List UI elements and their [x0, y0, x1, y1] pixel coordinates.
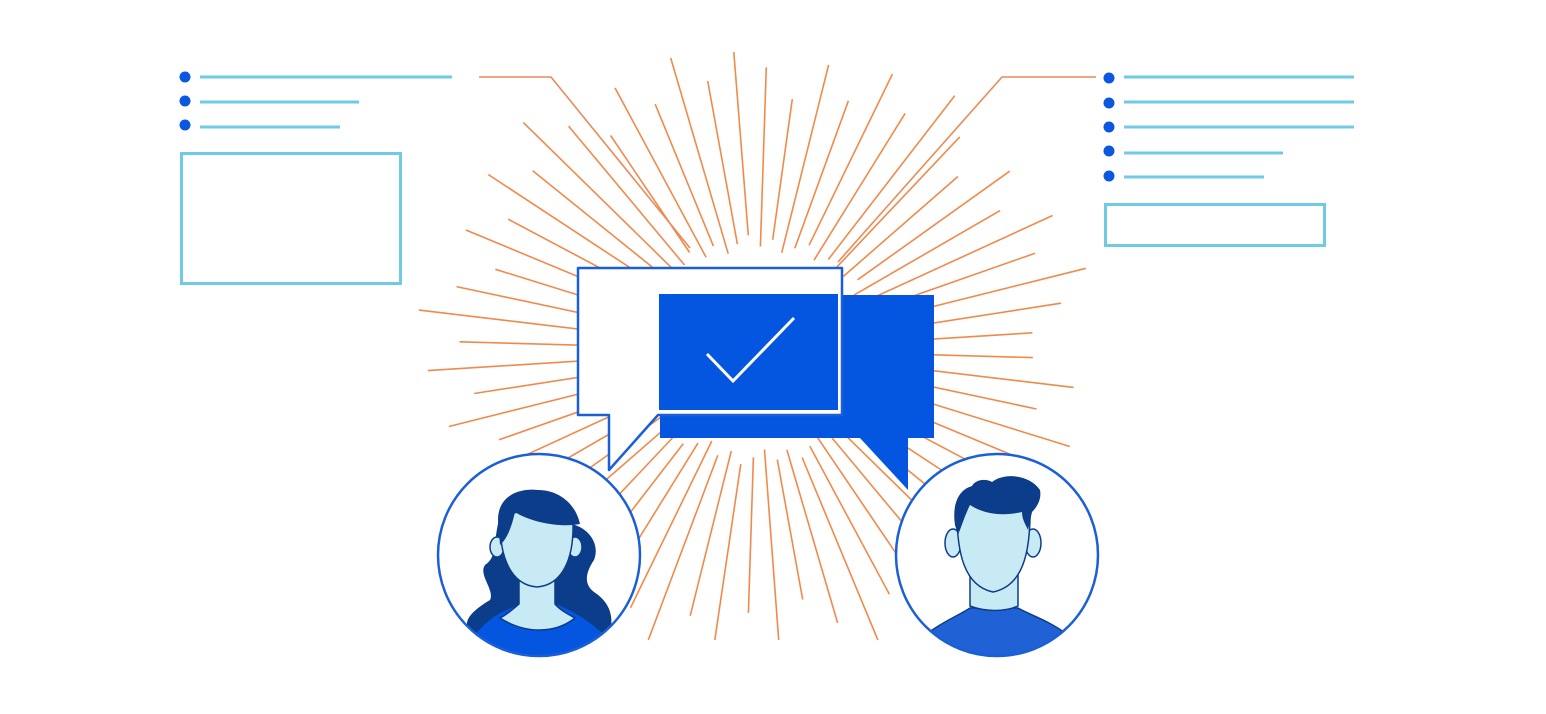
sunburst-ray	[532, 170, 665, 278]
man-avatar-icon	[894, 452, 1100, 658]
sunburst-ray	[522, 122, 682, 278]
bulleted-list-card-icon	[1103, 72, 1354, 247]
right-connector-line	[837, 76, 1096, 263]
sunburst-ray	[786, 449, 839, 624]
sunburst-ray	[780, 64, 830, 253]
avatar-ring	[894, 452, 1100, 658]
sunburst-ray	[759, 67, 768, 247]
bullet-dot	[179, 119, 191, 131]
sunburst-ray	[706, 80, 739, 245]
sunburst-ray	[842, 175, 959, 278]
woman-avatar-icon	[436, 452, 642, 658]
bullet-dot	[179, 95, 191, 107]
sunburst-ray	[747, 457, 755, 613]
sunburst-ray	[714, 463, 742, 641]
sunburst-ray	[647, 455, 719, 641]
content-box-placeholder	[1104, 203, 1326, 247]
sunburst-ray	[801, 457, 879, 641]
sunburst-ray	[614, 87, 707, 258]
avatar-ring	[436, 452, 642, 658]
content-box-placeholder	[180, 152, 402, 285]
sunburst-ray	[857, 170, 1011, 281]
bullet-dot	[1103, 170, 1115, 182]
sunburst-ray	[809, 445, 891, 595]
sunburst-ray	[567, 125, 686, 266]
checkmark-icon	[705, 316, 796, 384]
check-panel	[657, 292, 840, 412]
bullet-dot	[1103, 121, 1115, 133]
sunburst-ray	[654, 103, 715, 247]
sunburst-ray	[669, 57, 729, 254]
sunburst-ray	[808, 73, 894, 246]
left-info-panel	[179, 71, 452, 285]
man-hair	[954, 476, 1041, 535]
sunburst-ray	[776, 459, 804, 600]
bullet-dot	[1103, 97, 1115, 109]
sunburst-ray	[813, 112, 906, 261]
right-info-panel	[1103, 72, 1354, 247]
bullet-dot	[1103, 72, 1115, 84]
sunburst-ray	[771, 98, 794, 240]
bulleted-list-card-icon	[179, 71, 452, 285]
sunburst-ray	[733, 51, 750, 236]
sunburst-ray	[827, 95, 956, 260]
speech-bubble-outline-icon	[576, 266, 844, 472]
sunburst-ray	[794, 100, 850, 249]
sunburst-ray	[828, 136, 961, 276]
sunburst-ray	[853, 209, 1001, 296]
sunburst-ray	[609, 135, 691, 253]
sunburst-ray	[763, 449, 780, 641]
left-connector-line	[479, 76, 691, 249]
woman-hair-front	[498, 489, 580, 545]
bullet-dot	[1103, 145, 1115, 157]
connector-lines	[479, 76, 1096, 263]
sunburst-ray	[629, 440, 713, 609]
woman-neck	[498, 571, 577, 631]
sunburst-ray	[689, 450, 733, 616]
sunburst-ray	[866, 214, 1053, 302]
bullet-dot	[179, 71, 191, 83]
